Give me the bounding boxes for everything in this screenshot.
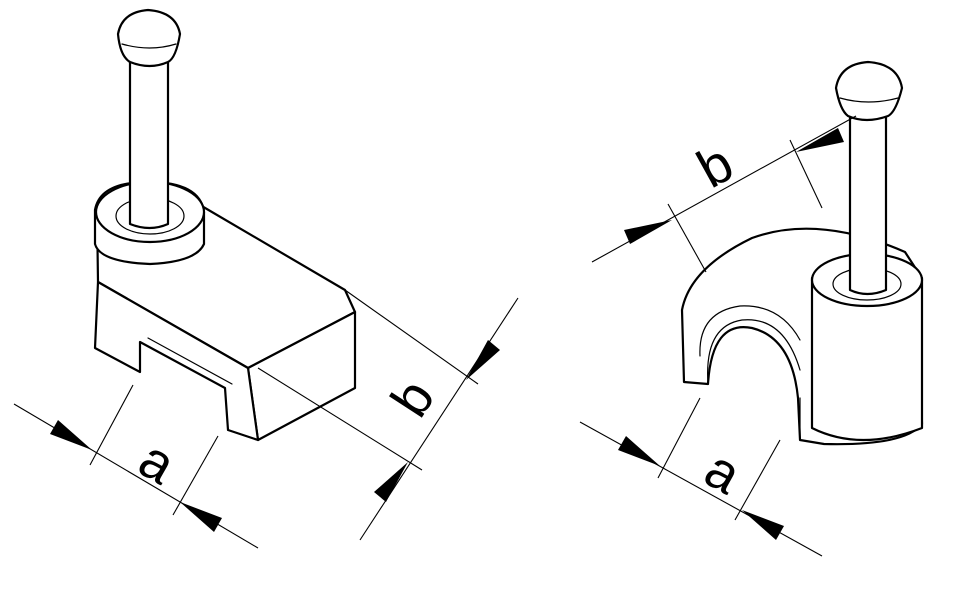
- arrow-icon: [374, 462, 408, 502]
- arrow-icon: [466, 340, 500, 380]
- round-cable-clip: [680, 60, 924, 446]
- round-clip-arch: [699, 305, 801, 385]
- arrow-icon: [618, 436, 660, 466]
- round-clip-boss: [810, 276, 924, 442]
- dimension-label-a-right: a: [695, 439, 751, 507]
- arrow-icon: [180, 502, 222, 532]
- left-dimension-a: a: [13, 384, 259, 549]
- arrow-icon: [624, 220, 672, 244]
- flat-cable-clip: [93, 8, 357, 442]
- right-dimension-a: a: [579, 397, 823, 557]
- flat-clip-channel: [139, 337, 233, 431]
- flat-clip-nail-head: [116, 8, 182, 68]
- round-clip-nail-shank: [848, 108, 888, 296]
- arrow-icon: [796, 128, 844, 152]
- flat-clip-nail-shank: [128, 56, 170, 230]
- arrow-icon: [50, 420, 92, 450]
- round-clip-nail-head: [834, 60, 904, 122]
- dimension-label-b: b: [380, 369, 447, 427]
- arrow-icon: [742, 510, 784, 540]
- dimension-label-b-right: b: [688, 133, 743, 200]
- dimension-label-a: a: [129, 429, 186, 496]
